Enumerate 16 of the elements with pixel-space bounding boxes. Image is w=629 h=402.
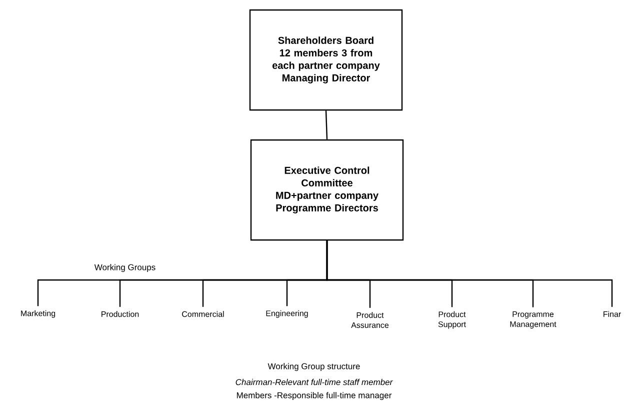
- connector-line: [326, 240, 613, 307]
- connector-line: [325, 110, 328, 140]
- org-box: Shareholders Board 12 members 3 from each partner company Managing Director: [249, 9, 403, 111]
- caption-text: Chairman-Relevant full-time staff member: [236, 378, 393, 386]
- group-label: Programme Management: [510, 311, 556, 329]
- group-label: Product Assurance: [351, 312, 389, 328]
- group-label: Production: [102, 311, 139, 317]
- group-heading: Working Groups: [94, 264, 156, 272]
- group-label: Finar: [604, 311, 621, 317]
- group-label: Marketing: [21, 310, 56, 318]
- org-box: Executive Control Committee MD+partner company Programme Directors: [250, 139, 404, 241]
- group-label: Product Support: [438, 311, 466, 329]
- group-label: Commercial: [182, 311, 224, 317]
- caption-text: Working Group structure: [268, 363, 360, 371]
- group-label: Engineering: [266, 310, 308, 318]
- caption-text: Members -Responsible full-time manager: [236, 392, 392, 400]
